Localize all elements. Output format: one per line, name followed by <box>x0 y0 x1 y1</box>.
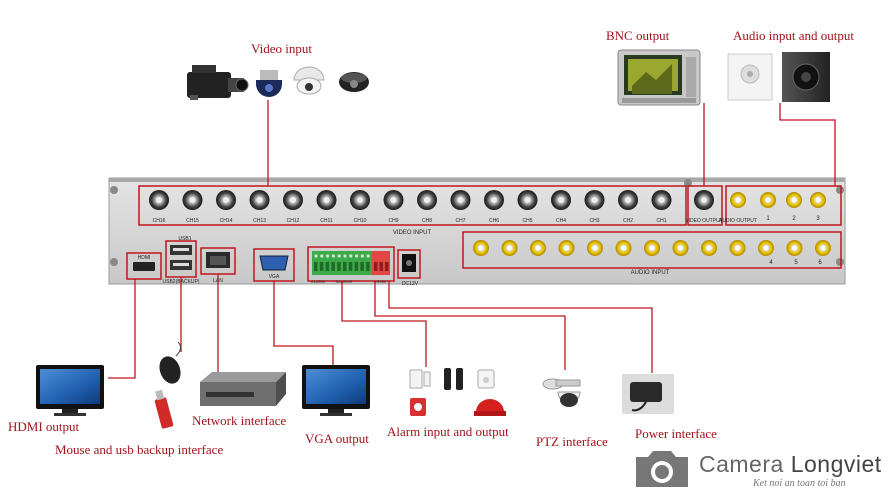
audio-channel-number: 4 <box>769 260 773 266</box>
audio-output-highlight <box>725 185 842 226</box>
alarm-siren-icon <box>410 398 426 416</box>
vga-port <box>259 255 289 271</box>
usb-stick-icon <box>154 389 174 429</box>
channel-label: CH4 <box>556 218 566 224</box>
ptz-label: PTZ interface <box>536 434 608 449</box>
rs485-caption: RS485 <box>374 279 387 284</box>
hdmi-caption: HDMI <box>138 255 151 261</box>
hdmi-monitor-icon <box>36 365 104 416</box>
mouse-icon <box>159 341 182 384</box>
power-adapter-icon <box>622 374 674 414</box>
audio-input-highlight <box>462 231 842 269</box>
ptz-camera-icon <box>542 378 581 407</box>
door-sensor-icon <box>409 369 431 389</box>
audio-input-rca-row: 4 5 6 <box>473 240 831 266</box>
pir-sensor-icon <box>477 369 495 389</box>
video-input-caption: VIDEO INPUT <box>393 230 432 236</box>
channel-label: CH10 <box>354 218 367 224</box>
audio-channel-number: 5 <box>794 260 798 266</box>
channel-label: CH16 <box>153 218 166 224</box>
channel-label: CH1 <box>656 218 666 224</box>
channel-label: CH9 <box>388 218 398 224</box>
alarm-io-label: Alarm input and output <box>387 424 509 439</box>
usb1-caption: USB1 <box>178 236 191 242</box>
network-label: Network interface <box>192 413 287 428</box>
audio-input-caption: AUDIO INPUT <box>631 270 670 276</box>
audio-io-label: Audio input and output <box>733 28 854 43</box>
strobe-light-icon <box>474 399 506 416</box>
bnc-output-label: BNC output <box>606 28 670 43</box>
brand-name-b: Longviet <box>790 451 882 477</box>
audio-channel-number: 2 <box>792 216 796 222</box>
hdmi-highlight <box>126 252 162 280</box>
mouse-usb-label: Mouse and usb backup interface <box>55 442 224 457</box>
power-label: Power interface <box>635 426 717 441</box>
video-input-highlight <box>138 185 687 226</box>
audio-channel-number: 3 <box>816 216 820 222</box>
channel-label: CH2 <box>623 218 633 224</box>
alarm-highlight <box>307 246 395 282</box>
vga-caption: VGA <box>269 274 280 280</box>
connector-lines <box>108 100 836 379</box>
camera-logo-icon <box>636 451 688 487</box>
channel-label: CH8 <box>422 218 432 224</box>
camcorder-icon <box>187 65 249 100</box>
video-input-label: Video input <box>251 41 312 56</box>
black-dome-camera-icon <box>339 72 369 92</box>
microphone-icon <box>727 53 773 101</box>
hdmi-output-label: HDMI output <box>8 419 80 434</box>
sensor-caption: SENSOR <box>336 279 353 284</box>
audio-channel-number: 1 <box>766 216 770 222</box>
channel-label: CH11 <box>320 218 333 224</box>
vga-output-label: VGA output <box>305 431 369 446</box>
channel-label: CH14 <box>220 218 233 224</box>
brand-tagline: Ket noi an toan toi ban <box>753 478 846 489</box>
network-switch-icon <box>200 372 286 406</box>
crt-monitor-icon <box>617 49 701 106</box>
video-output-highlight <box>687 185 723 226</box>
audio-top-rca-row: 1 2 3 <box>730 192 826 222</box>
vga-monitor-icon <box>302 365 370 416</box>
power-highlight <box>397 249 421 279</box>
channel-label: CH5 <box>522 218 532 224</box>
speed-dome-camera-icon <box>256 70 282 97</box>
video-output-caption: VIDEO OUTPUT <box>685 218 723 224</box>
video-input-bnc-row: CH16 CH15 CH14 CH13 CH12 CH11 CH10 CH9 CH8 CH7 CH6… <box>149 190 672 224</box>
white-dome-camera-icon <box>293 66 325 95</box>
audio-output-caption: AUDIO OUTPUT <box>719 218 757 224</box>
brand-logo: Camera Longviet Ket noi an toan toi ban <box>633 447 883 493</box>
dc-caption: DC12V <box>402 281 419 287</box>
channel-label: CH15 <box>186 218 199 224</box>
beam-detector-icon <box>444 368 463 390</box>
channel-label: CH3 <box>589 218 599 224</box>
channel-label: CH7 <box>455 218 465 224</box>
brand-name: Camera Longviet <box>699 451 882 478</box>
channel-label: CH13 <box>253 218 266 224</box>
alarm-caption: ALARM <box>311 279 325 284</box>
channel-label: CH6 <box>489 218 499 224</box>
speaker-icon <box>782 52 830 102</box>
channel-label: CH12 <box>287 218 300 224</box>
audio-channel-number: 6 <box>818 260 822 266</box>
brand-name-a: Camera <box>699 451 791 477</box>
hdmi-port <box>133 262 155 271</box>
